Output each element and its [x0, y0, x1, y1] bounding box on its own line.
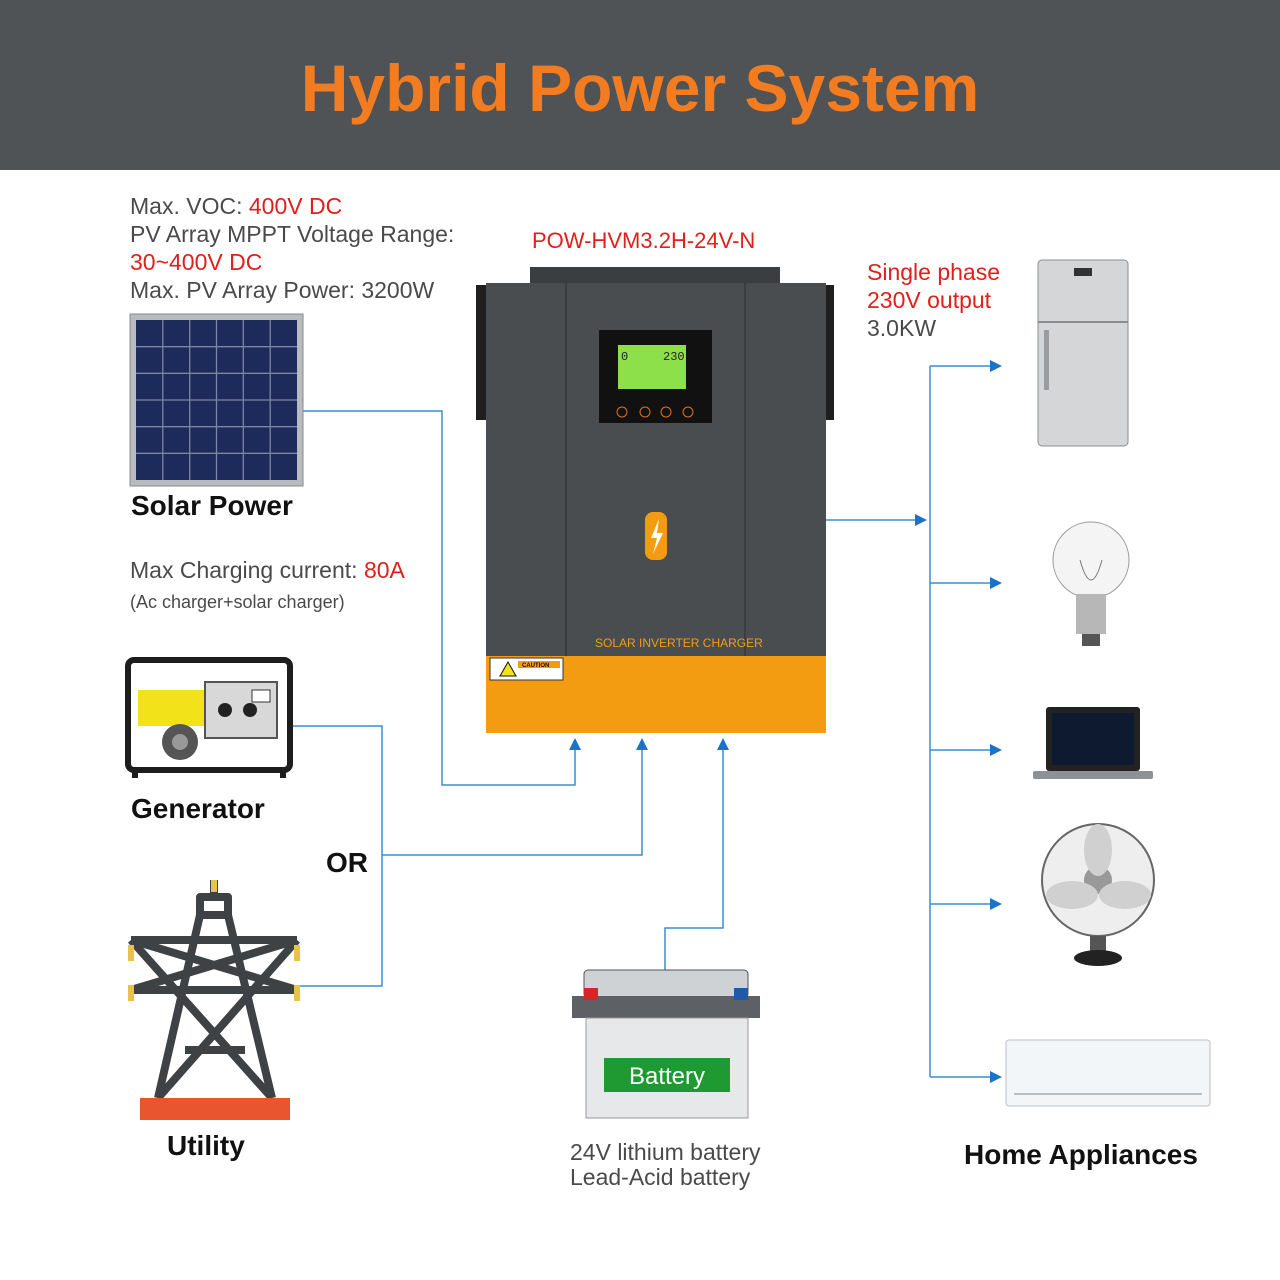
insulator-left-1	[128, 945, 134, 961]
home-appliances-label: Home Appliances	[964, 1139, 1198, 1170]
wire-generator	[292, 725, 383, 987]
solar-voc-value: 400V DC	[248, 193, 343, 219]
lcd-left-value: 0	[621, 350, 628, 364]
insulator-right-1	[294, 945, 300, 961]
air-conditioner-icon	[1005, 1039, 1211, 1107]
output-line2: 230V output	[867, 287, 992, 313]
inverter-front-label: SOLAR INVERTER CHARGER	[595, 636, 763, 650]
insulator-right-2	[294, 985, 300, 1001]
output-line3: 3.0KW	[867, 315, 937, 341]
fridge-icon	[1037, 259, 1129, 447]
battery-label: Battery	[629, 1063, 705, 1090]
fan-icon	[1041, 823, 1155, 966]
page-title: Hybrid Power System	[300, 51, 980, 125]
insulator-top	[211, 880, 217, 892]
insulator-left-2	[128, 985, 134, 1001]
solar-power-label: Solar Power	[131, 490, 293, 521]
battery-type1: 24V lithium battery	[570, 1139, 761, 1165]
battery-icon	[572, 969, 760, 1119]
utility-tower-base	[140, 1098, 290, 1120]
charging-label: Max Charging current:	[130, 557, 364, 583]
model-number: POW-HVM3.2H-24V-N	[532, 228, 756, 253]
solar-mppt-label: PV Array MPPT Voltage Range:	[130, 221, 455, 247]
generator-label: Generator	[131, 793, 265, 824]
or-label: OR	[326, 847, 368, 878]
light-bulb-icon	[1052, 521, 1130, 646]
charging-value: 80A	[363, 557, 405, 583]
laptop-icon	[1033, 707, 1153, 779]
solar-voc-line: Max. VOC: 400V DC	[130, 192, 342, 220]
lcd-right-value: 230	[663, 350, 685, 364]
battery-type2: Lead-Acid battery	[570, 1164, 751, 1190]
wire-battery	[664, 738, 729, 972]
solar-power-text: Max. PV Array Power: 3200W	[130, 277, 435, 303]
caution-label: CAUTION	[522, 663, 549, 669]
utility-tower-icon	[128, 880, 301, 1101]
connection-wires	[292, 360, 1002, 1083]
charging-note: (Ac charger+solar charger)	[130, 592, 345, 612]
solar-voc-label: Max. VOC:	[130, 193, 249, 219]
utility-label: Utility	[167, 1130, 245, 1161]
output-line1: Single phase	[867, 259, 1000, 285]
generator-icon	[125, 657, 293, 778]
solar-panel-icon	[129, 313, 304, 487]
wire-solar	[302, 410, 581, 786]
wire-or-junction	[382, 738, 648, 856]
inverter-device	[476, 267, 834, 733]
charging-line: Max Charging current: 80A	[130, 556, 405, 584]
solar-mppt-value: 30~400V DC	[130, 249, 263, 275]
header-banner	[0, 0, 1280, 170]
